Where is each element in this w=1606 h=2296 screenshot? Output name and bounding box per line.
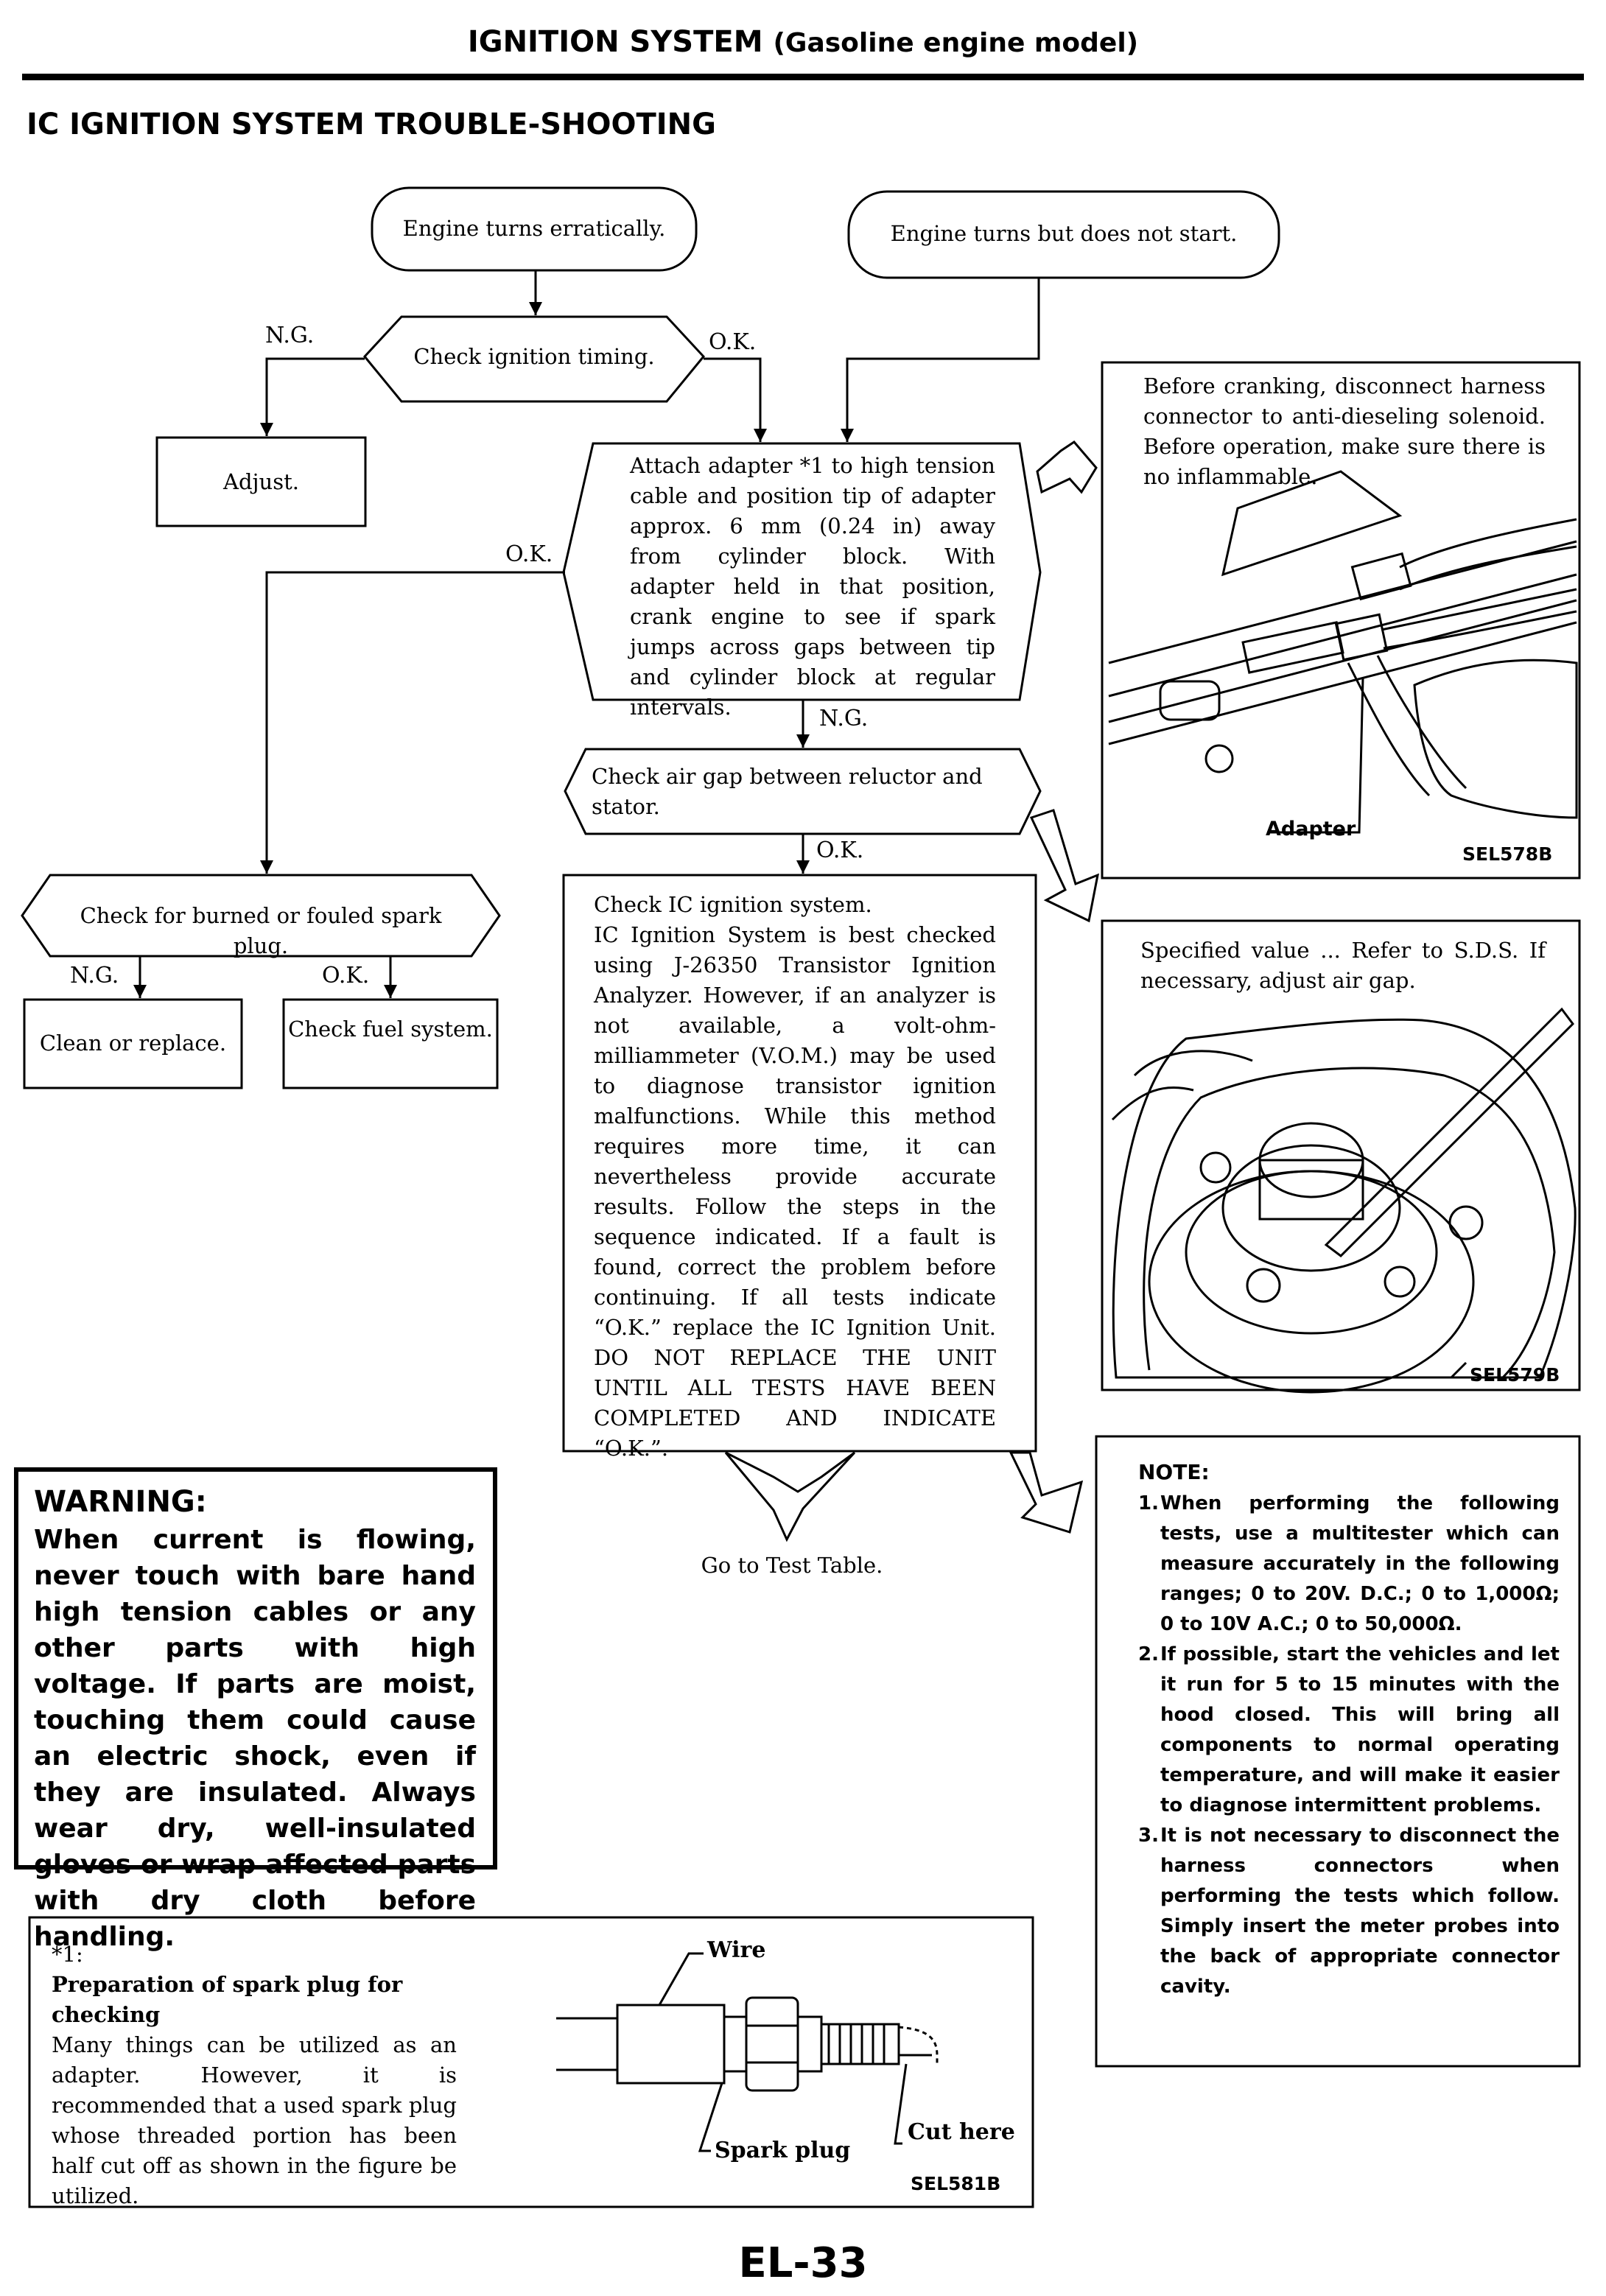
distributor-illustration [1111,1007,1577,1394]
check-air-gap-text: Check air gap between reluctor and stato… [592,764,983,819]
cut-here-label: Cut here [908,2119,1015,2145]
page-number: EL-33 [738,2239,868,2287]
figure1-adapter-label: Adapter [1266,818,1356,840]
box-adjust [155,436,367,527]
callout-arrow-2 [1029,809,1099,923]
figure2-caption: Specified value ... Refer to S.D.S. If n… [1140,938,1546,993]
page-header: IGNITION SYSTEM (Gasoline engine model) [0,25,1606,59]
header-title: IGNITION SYSTEM [467,25,763,59]
note-item: 3.It is not necessary to disconnect the … [1138,1825,1560,1998]
callout-arrow-3 [1009,1451,1084,1534]
label-ok-adapter: O.K. [505,541,553,567]
label-ok-air-gap: O.K. [816,838,864,863]
box-clean-replace [23,998,243,1089]
attach-adapter-text: Attach adapter *1 to high tension cable … [630,453,995,720]
label-ng-adapter: N.G. [819,706,869,731]
figure2-code: SEL579B [1470,1364,1560,1386]
start-left-text: Engine turns erratically. [402,216,666,241]
box-check-ic [562,874,1037,1453]
callout-down-arrow [724,1451,856,1542]
warning-body: When current is flowing, never touch wit… [34,1525,476,1952]
decision-check-spark-plug [21,874,501,958]
footnote-title: Preparation of spark plug for checking [52,1972,403,2027]
decision-check-timing [363,315,705,403]
check-ic-body: IC Ignition System is best checked using… [594,922,996,1461]
callout-arrow-1 [1036,440,1098,494]
check-ic-text: Check IC ignition system. IC Ignition Sy… [594,890,996,1464]
check-spark-plug-text: Check for burned or fouled spark plug. [80,903,442,958]
start-right-text: Engine turns but does not start. [890,221,1238,246]
spark-plug-illustration [556,1952,939,2152]
section-title: IC IGNITION SYSTEM TROUBLE-SHOOTING [27,108,716,141]
check-fuel-text: Check fuel system. [288,1017,493,1042]
label-ok-spark: O.K. [322,963,370,989]
warning-frame [14,1467,497,1870]
note-item: 1.When performing the following tests, u… [1138,1492,1560,1635]
terminal-box-left [371,186,698,272]
decision-check-air-gap [564,748,1042,835]
warning-box: WARNING: When current is flowing, never … [34,1485,476,1955]
wire-label: Wire [707,1937,766,1963]
note-item: 2.If possible, start the vehicles and le… [1138,1643,1560,1816]
check-ic-heading: Check IC ignition system. [594,892,872,917]
adjust-text: Adjust. [223,469,299,494]
label-ok-timing: O.K. [709,329,757,355]
header-subtitle: (Gasoline engine model) [773,28,1139,58]
terminal-box-right [847,190,1280,279]
go-test-table-text: Go to Test Table. [701,1553,883,1578]
adapter-illustration [1108,470,1578,834]
footnote-ref: *1: [52,1942,83,1967]
footnote-body: Many things can be utilized as an adapte… [52,2032,457,2208]
spark-plug-label: Spark plug [715,2138,851,2163]
note-box: NOTE: 1.When performing the following te… [1138,1457,1560,2002]
box-check-fuel [282,998,499,1089]
check-timing-text: Check ignition timing. [413,344,655,369]
figure1-frame [1101,361,1581,880]
footnote-box: *1: Preparation of spark plug for checki… [52,1939,457,2211]
figure1-code: SEL578B [1462,843,1553,865]
note-frame [1095,1435,1581,2068]
footnote-frame [28,1916,1034,2208]
header-rule [22,74,1584,80]
label-ng-spark: N.G. [70,963,119,989]
warning-title: WARNING: [34,1485,207,1519]
clean-replace-text: Clean or replace. [39,1031,227,1056]
footnote-code: SEL581B [911,2173,1001,2194]
process-attach-adapter [562,442,1042,701]
figure1-caption: Before cranking, disconnect harness conn… [1143,373,1546,489]
label-ng-timing: N.G. [265,323,315,348]
note-title: NOTE: [1138,1460,1210,1484]
